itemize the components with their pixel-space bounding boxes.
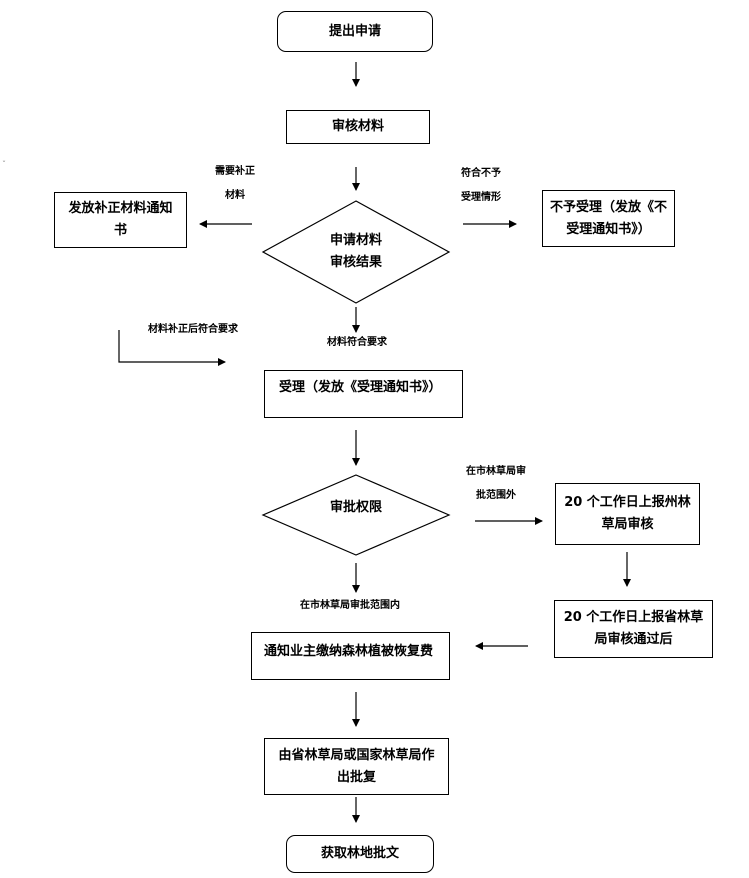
- node-obtain-approval: 获取林地批文: [286, 835, 434, 873]
- node-province-reply: 由省林草局或国家林草局作 出批复: [264, 738, 449, 795]
- node-notify-fee: 通知业主缴纳森林植被恢复费: [251, 632, 450, 680]
- label-materials-ok: 材料符合要求: [327, 337, 387, 348]
- corner-mark: ˇ: [2, 160, 6, 169]
- label-need-supplement: 需要补正 材料: [215, 166, 255, 201]
- decision-approval-authority: [261, 474, 451, 556]
- arrow-supplement-to-accept: [118, 330, 226, 366]
- label-not-acceptable: 符合不予 受理情形: [461, 168, 501, 203]
- label-within-city: 在市林草局审批范围内: [300, 600, 400, 611]
- node-report-province: 20 个工作日上报省林草 局审核通过后: [554, 600, 713, 658]
- node-reject: 不予受理（发放《不 受理通知书》）: [542, 190, 675, 247]
- node-submit-application: 提出申请: [277, 11, 433, 52]
- label-after-supplement: 材料补正后符合要求: [148, 324, 238, 335]
- node-accept: 受理（发放《受理通知书》）: [264, 370, 463, 418]
- node-report-prefecture: 20 个工作日上报州林 草局审核: [555, 483, 700, 545]
- label-outside-city: 在市林草局审 批范围外: [466, 466, 526, 501]
- decision-approval-authority-label: 审批权限: [329, 500, 382, 515]
- decision-review-result: [261, 200, 451, 304]
- decision-review-result-label: 申请材料 审核结果: [329, 233, 382, 270]
- node-review-materials: 审核材料: [286, 110, 430, 144]
- node-supplement-notice: 发放补正材料通知 书: [54, 192, 187, 248]
